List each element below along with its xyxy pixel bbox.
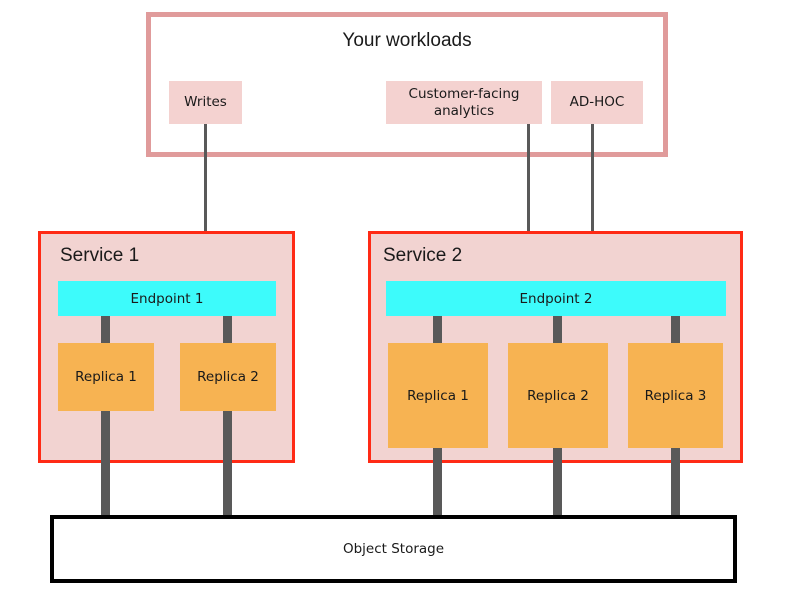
service-2-title: Service 2 [383, 245, 463, 266]
arrow-analytics-to-endpoint2-line [527, 124, 530, 264]
object-storage-box[interactable]: Object Storage [50, 515, 737, 583]
service-2-endpoint[interactable]: Endpoint 2 [386, 281, 726, 316]
workload-chip-adhoc[interactable]: AD-HOC [551, 81, 643, 124]
pipe-s1-replica2-to-storage [223, 316, 232, 516]
workloads-title: Your workloads [342, 30, 472, 51]
service-1-title: Service 1 [60, 245, 140, 266]
service-2-replica-3[interactable]: Replica 3 [628, 343, 723, 448]
arrow-writes-to-endpoint1-line [204, 124, 207, 260]
workload-chip-writes[interactable]: Writes [169, 81, 242, 124]
workload-chip-analytics[interactable]: Customer-facing analytics [386, 81, 542, 124]
service-1-replica-1[interactable]: Replica 1 [58, 343, 154, 411]
service-2-replica-2[interactable]: Replica 2 [508, 343, 608, 448]
pipe-s1-replica1-to-storage [101, 316, 110, 516]
service-1-replica-2[interactable]: Replica 2 [180, 343, 276, 411]
service-2-replica-1[interactable]: Replica 1 [388, 343, 488, 448]
arrow-adhoc-to-endpoint2-line [591, 124, 594, 264]
service-1-endpoint[interactable]: Endpoint 1 [58, 281, 276, 316]
